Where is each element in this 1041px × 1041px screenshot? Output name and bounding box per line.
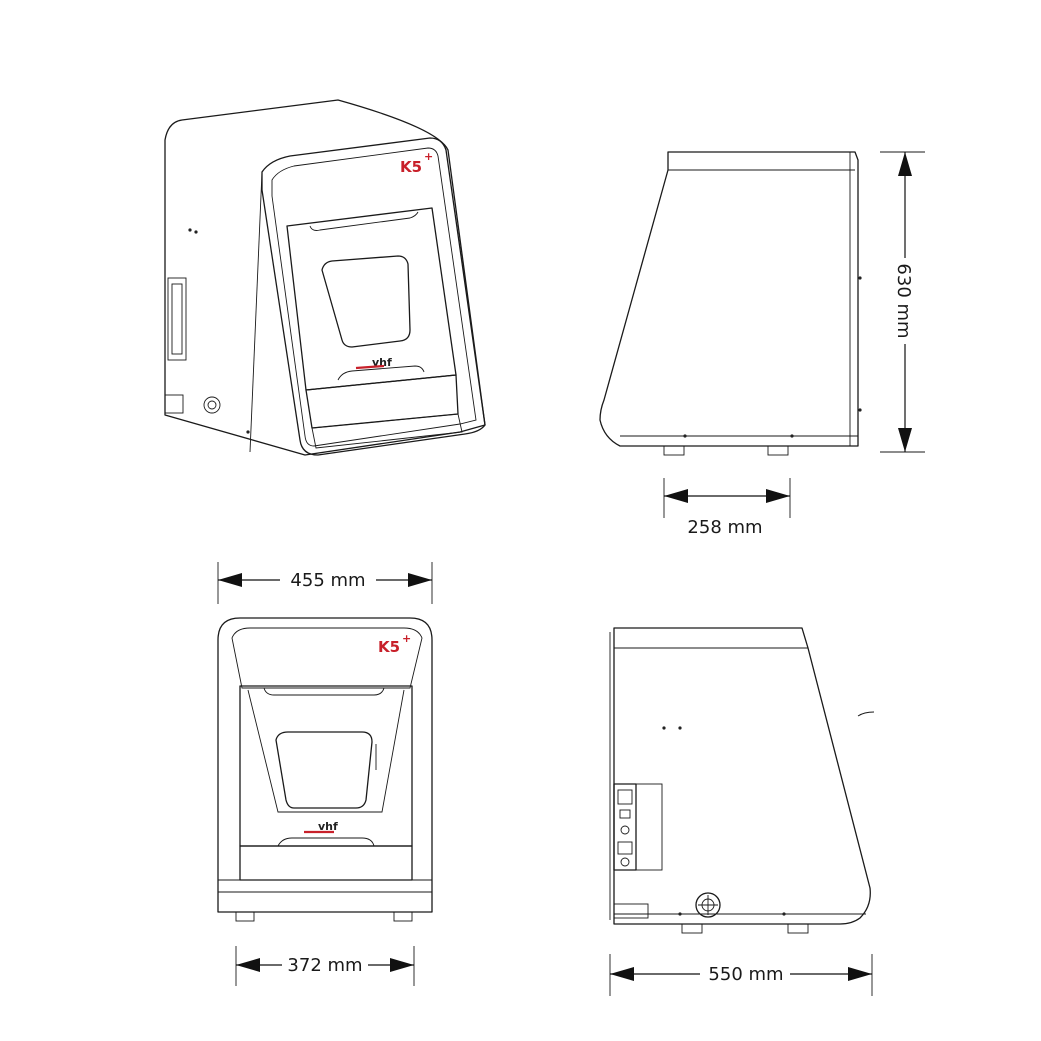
dimension-depth-label: 550 mm <box>708 964 783 985</box>
side-view <box>599 151 862 456</box>
dimension-feet-spacing: 258 mm <box>663 478 791 538</box>
dimension-height: 630 mm <box>880 151 925 453</box>
dimension-width-label: 455 mm <box>290 570 365 591</box>
dimension-height-label: 630 mm <box>893 263 914 338</box>
dimension-feet-spacing-label: 258 mm <box>687 517 762 538</box>
rear-side-view <box>609 627 875 934</box>
front-view: K5 + vhf <box>217 617 433 922</box>
front-k5-logo: K5 <box>378 638 400 656</box>
dimension-feet-width-label: 372 mm <box>287 955 362 976</box>
perspective-view: K5 + vhf <box>164 99 486 456</box>
perspective-k5-logo: K5 <box>400 158 422 176</box>
front-vhf-logo: vhf <box>318 820 338 833</box>
dimension-width: 455 mm <box>217 562 433 604</box>
perspective-k5-sup: + <box>424 150 433 163</box>
front-k5-sup: + <box>402 632 411 645</box>
dimension-depth: 550 mm <box>609 954 873 996</box>
dimension-feet-width: 372 mm <box>235 946 415 986</box>
